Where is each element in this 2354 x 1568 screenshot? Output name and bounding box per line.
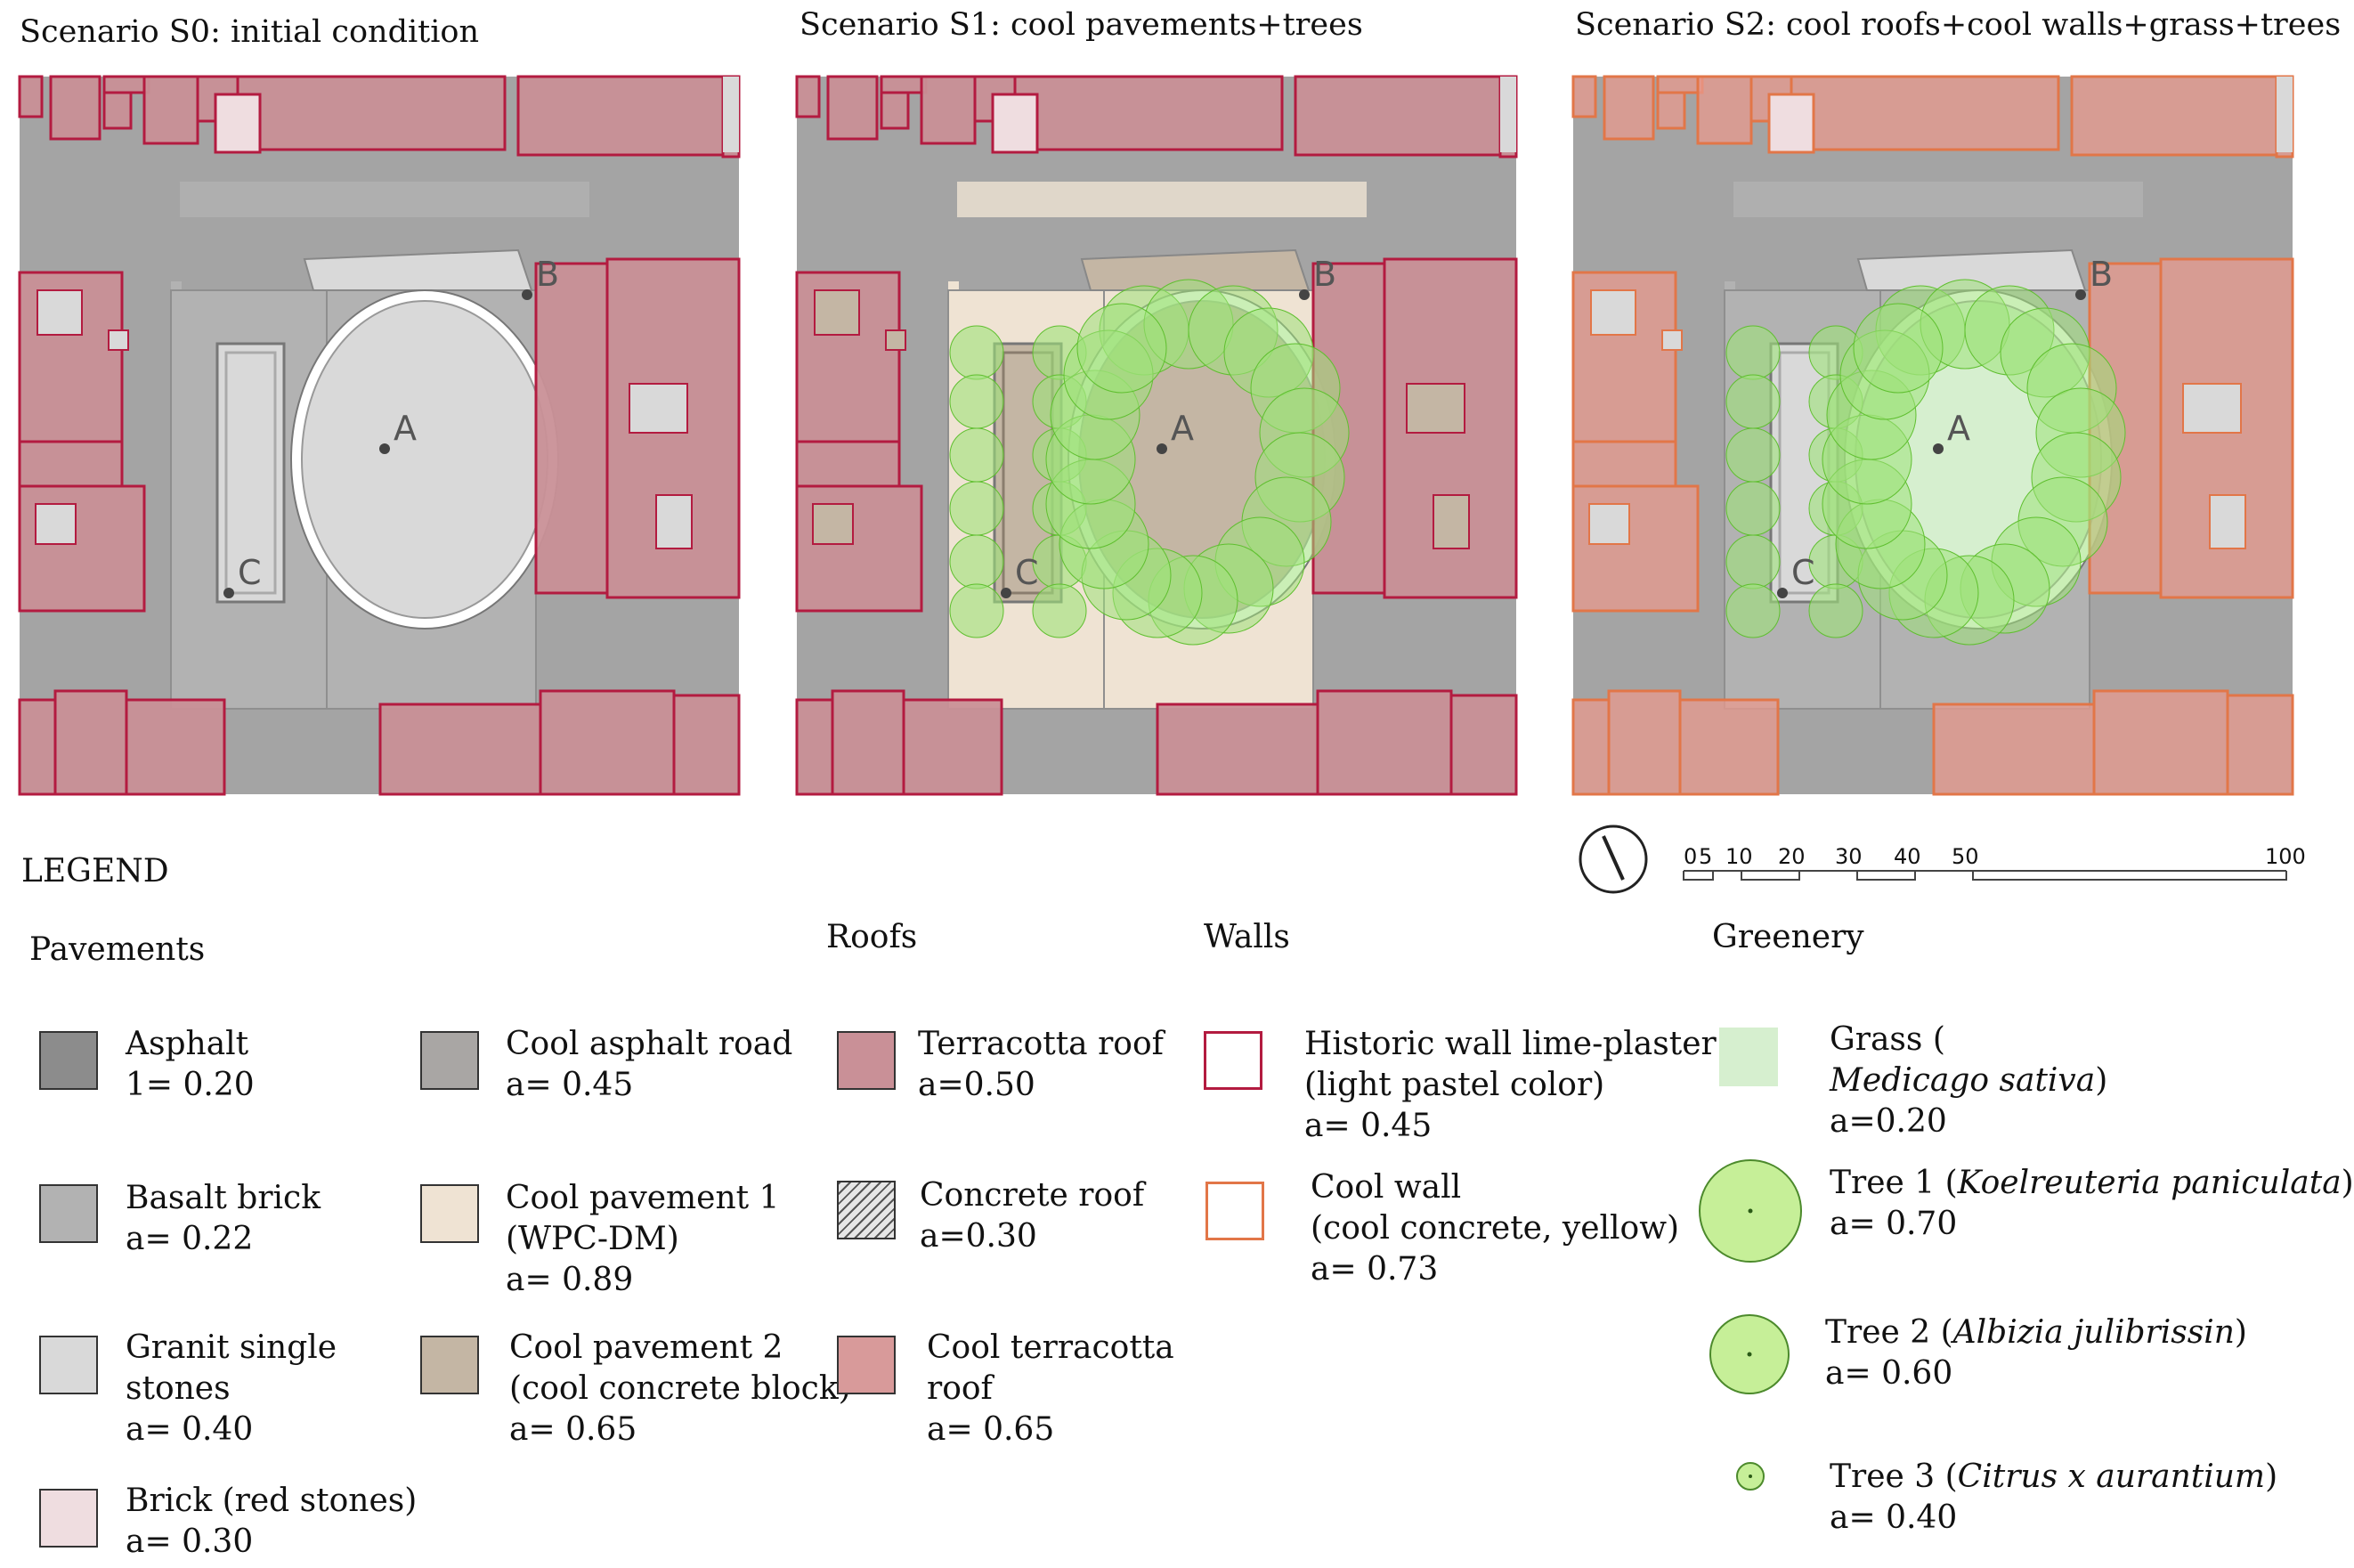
scale-tick-50: 50 bbox=[1952, 844, 1979, 869]
point-a-label: A bbox=[1947, 409, 1970, 448]
legend-title: LEGEND bbox=[21, 853, 169, 890]
historic-wall-label: Historic wall lime-plaster(light pastel … bbox=[1304, 1026, 1717, 1144]
roofs-heading: Roofs bbox=[826, 919, 918, 955]
cool-asphalt-swatch bbox=[420, 1031, 479, 1090]
scenario-s2-map: A B C bbox=[1571, 75, 2294, 796]
cool-wall-label: Cool wall(cool concrete, yellow)a= 0.73 bbox=[1311, 1169, 1680, 1288]
pavements-heading: Pavements bbox=[29, 931, 206, 968]
scenario-s1-title: Scenario S1: cool pavements+trees bbox=[800, 7, 1363, 43]
scale-tick-20: 20 bbox=[1778, 844, 1806, 869]
scale-tick-30: 30 bbox=[1835, 844, 1863, 869]
point-c-label: C bbox=[1015, 553, 1039, 592]
historic-wall-swatch bbox=[1204, 1031, 1262, 1090]
scale-tick-10: 10 bbox=[1725, 844, 1753, 869]
tree-2-icon bbox=[1709, 1314, 1790, 1394]
point-a-label: A bbox=[1171, 409, 1194, 448]
scenario-s2-title: Scenario S2: cool roofs+cool walls+grass… bbox=[1575, 7, 2342, 43]
terracotta-roof-swatch bbox=[837, 1031, 896, 1090]
tree-3-icon bbox=[1736, 1462, 1765, 1491]
point-b-label: B bbox=[2090, 255, 2113, 294]
point-b-marker bbox=[522, 289, 532, 300]
point-a-label: A bbox=[394, 409, 417, 448]
tree-1-label: Tree 1 (Koelreuteria paniculata) a= 0.70 bbox=[1830, 1165, 2354, 1242]
point-c-marker bbox=[1001, 588, 1011, 598]
concrete-roof-swatch bbox=[837, 1181, 896, 1239]
grass-swatch bbox=[1719, 1028, 1778, 1086]
red-brick-swatch bbox=[39, 1489, 98, 1548]
cool-pavement-1-swatch bbox=[420, 1184, 479, 1243]
point-c-marker bbox=[1777, 588, 1788, 598]
basalt-brick-swatch bbox=[39, 1184, 98, 1243]
point-b-marker bbox=[2075, 289, 2086, 300]
tree-2-label: Tree 2 (Albizia julibrissin) a= 0.60 bbox=[1825, 1314, 2247, 1392]
north-arrow-icon bbox=[1579, 825, 1648, 894]
point-b-marker bbox=[1299, 289, 1310, 300]
point-a-marker bbox=[379, 443, 390, 454]
point-c-label: C bbox=[1791, 553, 1815, 592]
point-b-label: B bbox=[536, 255, 559, 294]
walls-heading: Walls bbox=[1204, 919, 1290, 955]
cool-wall-swatch bbox=[1205, 1182, 1264, 1240]
tree-1-icon bbox=[1699, 1159, 1802, 1263]
grass-label: Grass (Medicago sativa) a=0.20 bbox=[1830, 1021, 2108, 1140]
scale-tick-100: 100 bbox=[2265, 844, 2306, 869]
granite-swatch bbox=[39, 1336, 98, 1394]
scale-tick-40: 40 bbox=[1894, 844, 1921, 869]
scale-tick-0: 0 bbox=[1684, 844, 1697, 869]
scenario-s0-title: Scenario S0: initial condition bbox=[20, 14, 480, 50]
point-c-marker bbox=[223, 588, 234, 598]
cool-terracotta-roof-swatch bbox=[837, 1336, 896, 1394]
tree-3-label: Tree 3 (Citrus x aurantium) a= 0.40 bbox=[1830, 1458, 2278, 1536]
point-a-marker bbox=[1933, 443, 1944, 454]
cool-pavement-1-label: Cool pavement 1(WPC-DM)a= 0.89 bbox=[506, 1180, 780, 1298]
scenario-s1-map: A B C bbox=[795, 75, 1518, 796]
cool-pavement-2-label: Cool pavement 2(cool concrete block)a= 0… bbox=[509, 1329, 851, 1448]
point-c-label: C bbox=[238, 553, 262, 592]
greenery-heading: Greenery bbox=[1712, 919, 1864, 955]
red-brick-label: Brick (red stones)a= 0.30 bbox=[126, 1483, 418, 1560]
point-b-label: B bbox=[1313, 255, 1336, 294]
scale-tick-5: 5 bbox=[1699, 844, 1712, 869]
scenario-s0-map: A B C bbox=[18, 75, 741, 796]
cool-pavement-2-swatch bbox=[420, 1336, 479, 1394]
point-a-marker bbox=[1157, 443, 1167, 454]
asphalt-swatch bbox=[39, 1031, 98, 1090]
